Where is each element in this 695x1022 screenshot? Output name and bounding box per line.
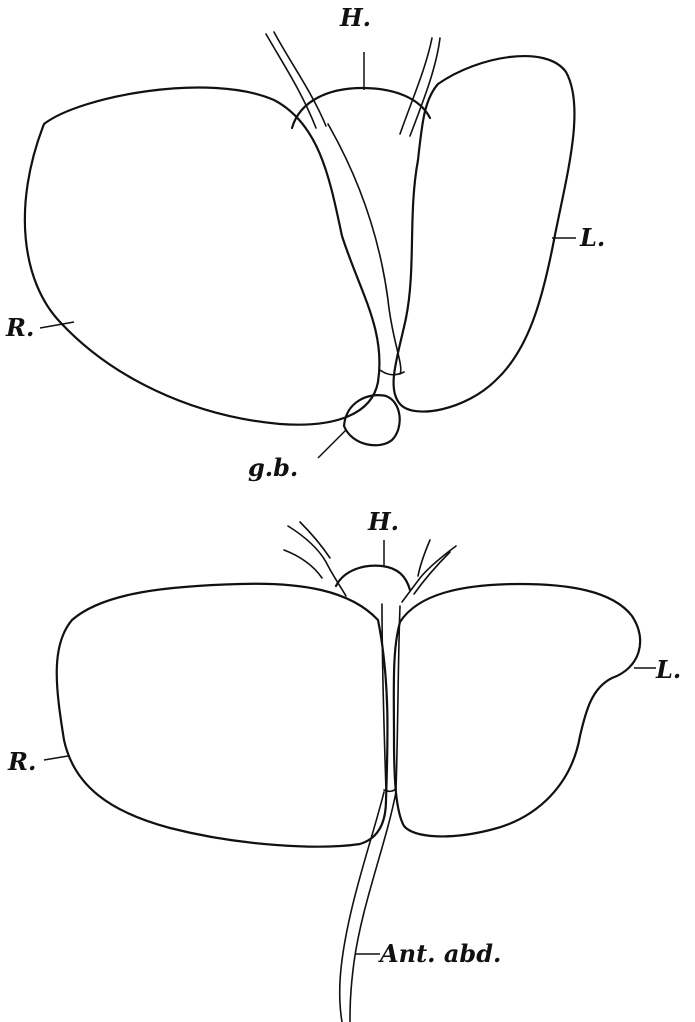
bottom-vessel-left-a — [287, 525, 347, 597]
top-vessel-left — [265, 33, 317, 129]
bottom-figure: H. R. L. Ant. abd. — [7, 507, 681, 1022]
bottom-right-lobe — [55, 582, 389, 848]
top-gall-bladder — [342, 394, 401, 447]
top-middle-lobe-base — [379, 369, 405, 376]
bottom-vessel-left-b — [283, 549, 323, 579]
bottom-label-abdominal-vein: Ant. abd. — [378, 939, 501, 968]
bottom-label-left-lobe: L. — [655, 655, 681, 684]
top-label-right-lobe: R. — [5, 313, 34, 342]
top-vessel-left-inner — [273, 31, 327, 127]
bottom-heart — [334, 564, 412, 592]
bottom-midline-right — [395, 605, 401, 791]
top-figure: H. R. L. g.b. — [5, 3, 605, 482]
bottom-left-lobe — [392, 582, 642, 838]
bottom-vessel-left-c — [299, 521, 331, 559]
top-label-heart: H. — [339, 3, 371, 32]
top-vessel-right — [399, 37, 433, 135]
bottom-leader-right — [43, 755, 69, 761]
bottom-vessel-right-a — [401, 545, 457, 603]
top-heart — [290, 86, 432, 130]
bottom-abdominal-vein-left — [338, 791, 385, 1022]
top-right-lobe — [23, 86, 381, 426]
top-leader-right — [39, 321, 75, 329]
bottom-midline-join — [383, 787, 397, 793]
bottom-label-heart: H. — [367, 507, 399, 536]
top-left-lobe — [392, 54, 576, 413]
top-leader-gb — [317, 429, 347, 459]
top-middle-lobe — [327, 123, 402, 375]
top-label-gall-bladder: g.b. — [248, 453, 298, 482]
bottom-vessel-right-b — [413, 551, 451, 595]
top-vessel-right-inner — [409, 37, 441, 137]
top-label-left-lobe: L. — [579, 223, 605, 252]
bottom-abdominal-vein-right — [349, 791, 397, 1022]
bottom-label-right-lobe: R. — [7, 747, 36, 776]
bottom-midline-left — [381, 603, 387, 791]
bottom-vessel-right-c — [417, 539, 431, 577]
